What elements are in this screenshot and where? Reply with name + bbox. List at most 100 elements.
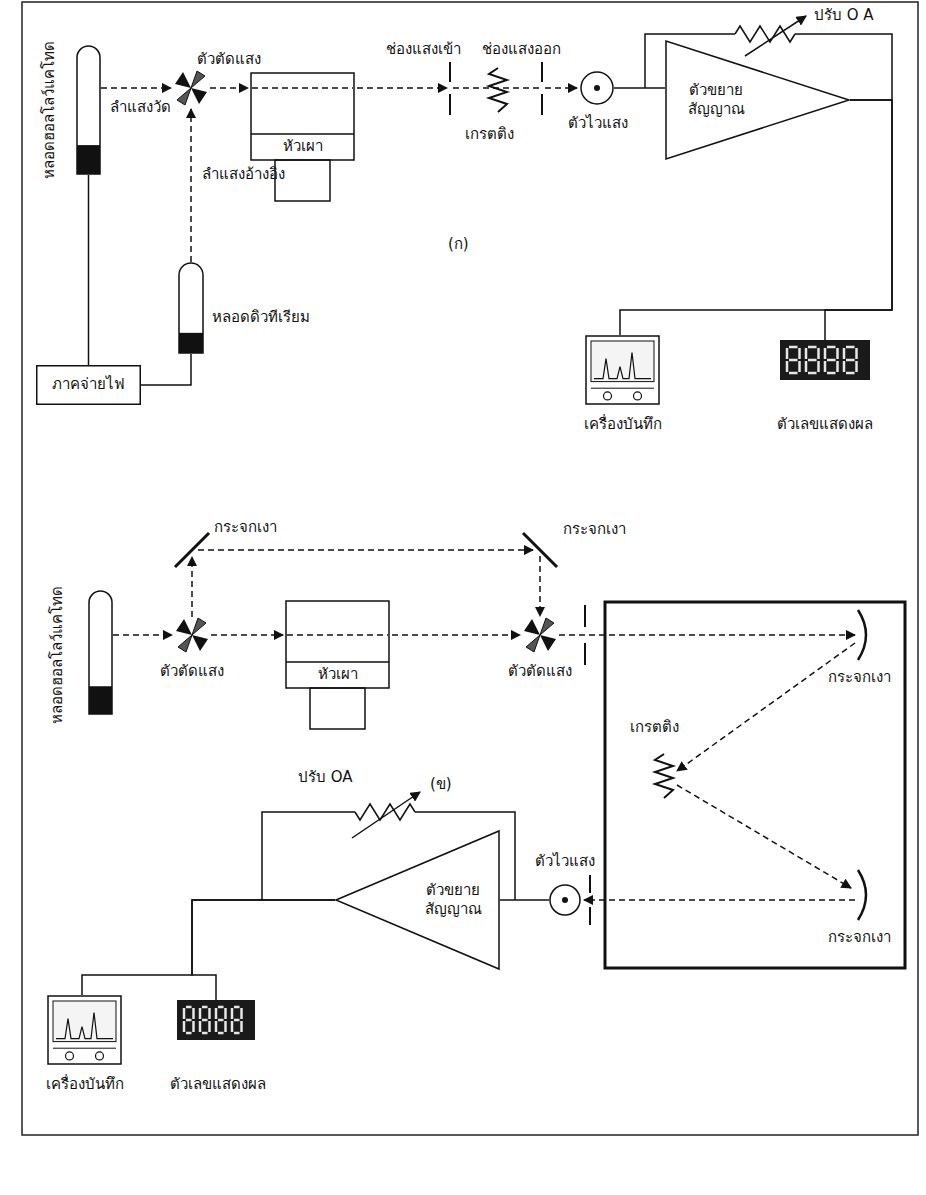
lamp-node: หลอดฮอลโลว์แคโทด (30, 40, 105, 180)
grating-symbol (489, 68, 507, 112)
recorder-trace (56, 1013, 113, 1039)
node-label: หลอดดิวทีเรียม (212, 308, 310, 328)
chopper-symbol (175, 71, 207, 105)
concave-mirror (858, 870, 866, 920)
light-beam (584, 899, 855, 901)
burner-head (286, 601, 389, 688)
burner-head (251, 73, 354, 160)
detector-dot (562, 897, 568, 903)
node-shape (285, 600, 390, 730)
lamp-outline (89, 591, 112, 714)
wire (192, 900, 335, 1000)
node-label: ตัวขยาย สัญญาณ (675, 81, 757, 120)
part-label: ลำแสงวัด (110, 98, 171, 116)
amplifier-outline (336, 831, 499, 969)
chopper-blade (524, 619, 556, 651)
node-label: ตัวเลขแสดงผล (760, 415, 890, 435)
lamp-node: หลอดดิวทีเรียม (178, 262, 313, 357)
power-supply-box: ภาคจ่ายไฟ (36, 365, 141, 405)
light-beam (392, 634, 520, 636)
light-beam (287, 634, 388, 636)
adjust-arrow (745, 16, 806, 56)
light-beam (545, 87, 577, 89)
detector-symbol (550, 885, 580, 915)
resistor-symbol (355, 804, 415, 820)
node-label: เครื่องบันทึก (560, 415, 685, 435)
node-label: ตัวเลขแสดงผล (150, 1075, 285, 1095)
lamp-outline (179, 263, 203, 353)
light-beam (210, 87, 248, 89)
node-label: ตัวขยาย สัญญาณ (411, 881, 495, 920)
lamp-outline (77, 46, 100, 174)
wire (620, 100, 892, 335)
node-label: หัวเผา (250, 137, 355, 157)
display-node: ตัวเลขแสดงผล (165, 995, 270, 1100)
display-segment (844, 347, 857, 373)
light-beam (357, 87, 447, 89)
light-beam (211, 634, 283, 636)
node-shape (580, 71, 614, 105)
light-beam (113, 634, 172, 636)
light-beam (198, 549, 533, 551)
burner-slot (286, 661, 389, 663)
node-label: ตัวไวแสง (555, 114, 640, 134)
recorder-node: เครื่องบันทึก (575, 335, 670, 440)
display-body (780, 340, 870, 380)
detector-node: ตัวไวแสง (532, 852, 598, 920)
detector-symbol (581, 72, 613, 104)
slit (541, 94, 543, 115)
node-shape (549, 884, 581, 916)
figure-frame (22, 2, 918, 1135)
slit (584, 605, 586, 627)
display-segment (787, 347, 800, 373)
box-outline (37, 366, 141, 405)
monochromator-housing (605, 602, 905, 968)
node-shape (47, 995, 122, 1065)
recorder-body (48, 996, 121, 1064)
light-beam (252, 87, 353, 89)
display-segment (200, 1007, 210, 1033)
recorder-node: เครื่องบันทึก (37, 995, 132, 1100)
slit (450, 62, 542, 115)
display-body (177, 1000, 255, 1040)
node-shape (585, 335, 660, 405)
part-label: ลำแสงอ้างอิง (202, 165, 285, 183)
light-beam (191, 557, 193, 617)
light-beam (101, 87, 171, 89)
amplifier-triangle: ตัวขยาย สัญญาณ (335, 830, 500, 970)
part-label: (ก) (448, 235, 469, 253)
slit (541, 62, 543, 82)
burner-node: หัวเผา (285, 600, 390, 730)
node-label: เครื่องบันทึก (22, 1075, 147, 1095)
lamp-base (77, 145, 100, 174)
lamp-base (89, 686, 112, 714)
part-label: ปรับ OA (298, 768, 353, 786)
part-label: ปรับ O A (814, 6, 874, 24)
lamp-node: หลอดฮอลโลว์แคโทด (30, 585, 115, 720)
recorder-line (53, 1048, 116, 1049)
part-label: กระจกเงา (563, 520, 626, 538)
adjust-arrow (352, 792, 420, 838)
slit (589, 875, 591, 893)
node-label: หลอดฮอลโลว์แคโทด (40, 41, 60, 179)
part-label: กระจกเงา (214, 518, 277, 536)
recorder-knob (604, 392, 612, 400)
slit (585, 605, 590, 925)
node-shape (177, 1000, 255, 1040)
part-label: กระจกเงา (828, 928, 891, 946)
node-label: หัวเผา (285, 665, 390, 685)
recorder-line (591, 388, 654, 389)
recorder-body (586, 336, 659, 404)
detector-node: ตัวไวแสง (565, 70, 630, 134)
part-label: ช่องแสงเข้า (386, 40, 461, 58)
wire (825, 100, 892, 340)
recorder-knob (634, 392, 642, 400)
slit (449, 94, 451, 115)
display-segment (216, 1007, 226, 1033)
chopper-blade (176, 619, 208, 651)
light-beam (101, 88, 577, 262)
